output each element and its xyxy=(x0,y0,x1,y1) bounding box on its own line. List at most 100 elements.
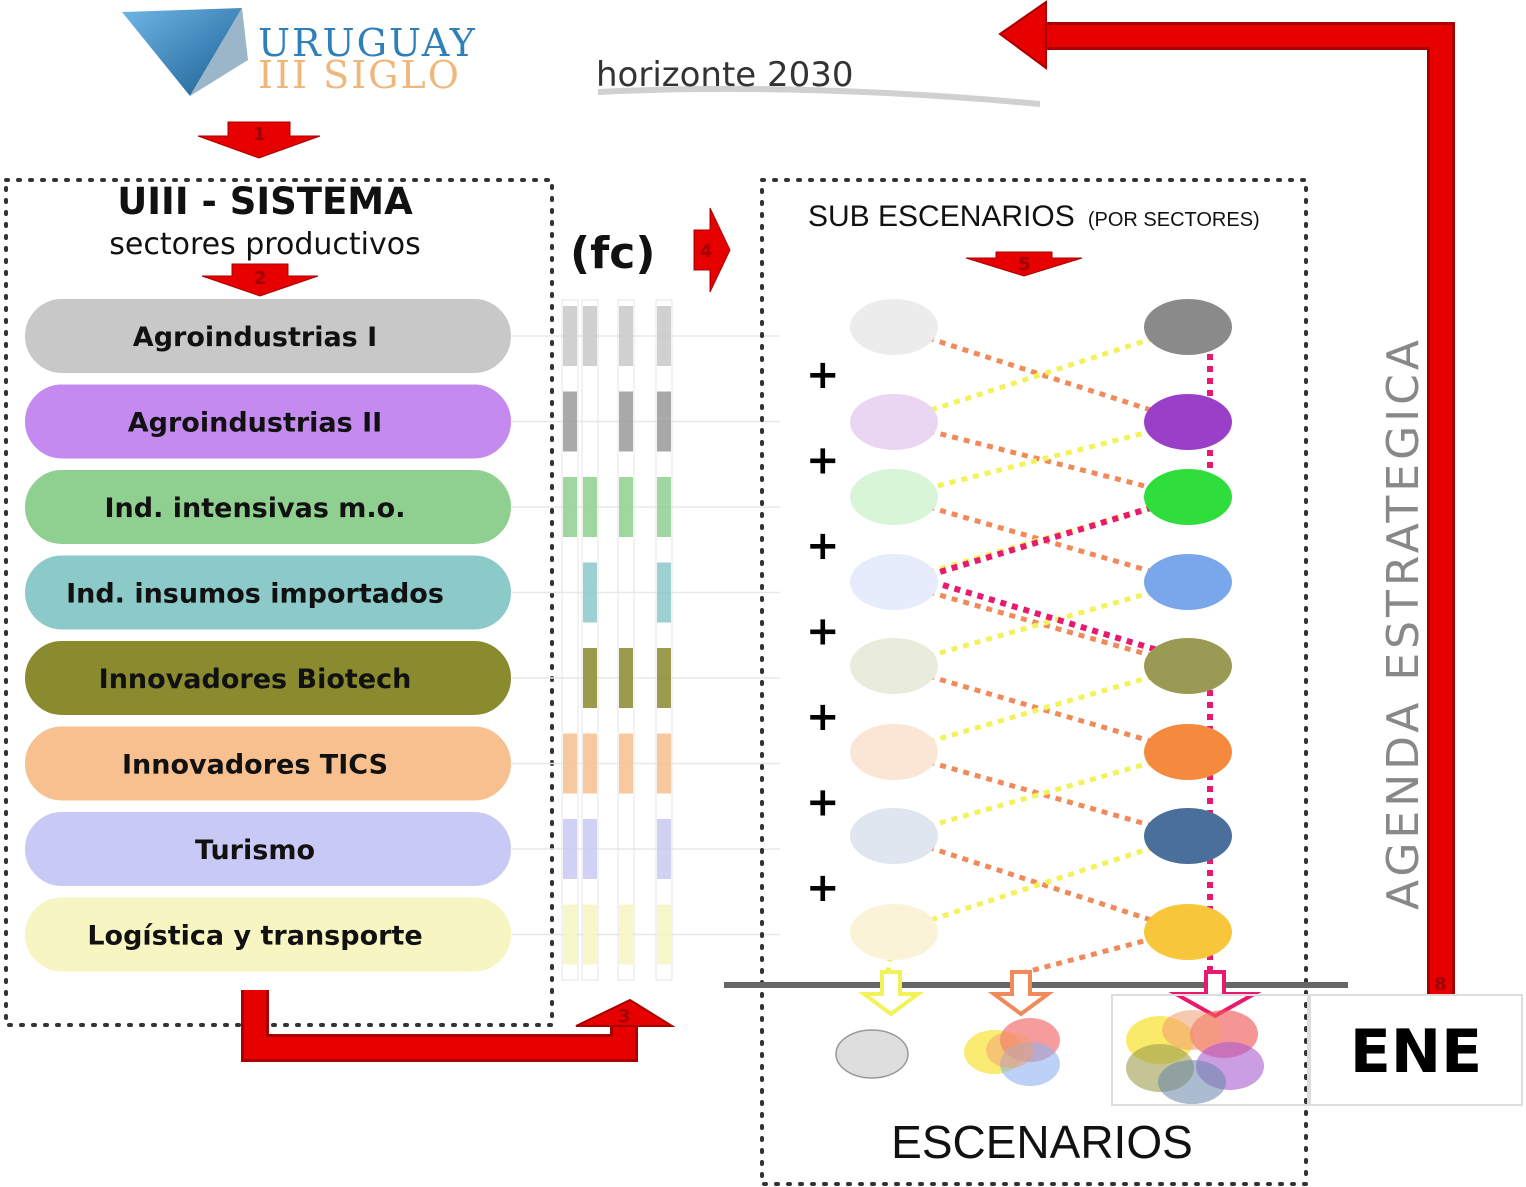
logo-prism-icon xyxy=(122,8,242,96)
scenario-connector-line xyxy=(893,419,1189,500)
sub-scenario-left-circle xyxy=(850,469,938,525)
logo: URUGUAY III SIGLO xyxy=(122,8,475,97)
outcome-single xyxy=(835,1029,909,1079)
sector-label: Logística y transporte xyxy=(87,921,422,952)
scenario-circles xyxy=(850,299,1232,960)
scenario-connector-line xyxy=(893,494,1189,585)
sub-scenario-right-circle xyxy=(1144,904,1232,960)
fc-bars xyxy=(561,299,673,981)
sub-scenario-left-circle xyxy=(850,904,938,960)
horizon-swoosh xyxy=(597,85,1041,107)
sub-scenario-left-circle xyxy=(850,299,938,355)
step-number-3: 3 xyxy=(618,1006,631,1027)
orange-down-arrow-icon xyxy=(987,970,1055,1017)
outcome-combined-small xyxy=(964,1018,1060,1086)
arrow-head-right-icon xyxy=(575,998,676,1027)
sector-item: Logística y transporte xyxy=(23,895,780,974)
sector-label: Ind. insumos importados xyxy=(66,579,444,610)
sector-label: Ind. intensivas m.o. xyxy=(105,493,406,524)
fc-bar xyxy=(657,733,671,794)
fc-bar xyxy=(563,733,577,794)
sector-label: Innovadores Biotech xyxy=(99,664,412,695)
outcome-scenarios xyxy=(835,994,1309,1106)
fc-column xyxy=(581,299,599,981)
plus-sign: + xyxy=(806,780,840,826)
scenario-connector-line xyxy=(893,579,1189,669)
plus-sign: + xyxy=(806,609,840,655)
plus-sign: + xyxy=(806,352,840,398)
agenda-estrategica-label: AGENDA ESTRATEGICA xyxy=(1378,336,1429,910)
fc-bar xyxy=(619,648,633,708)
step-1-arrow: 1 xyxy=(197,121,321,159)
sector-label: Turismo xyxy=(195,835,315,866)
scenario-connector-line xyxy=(893,833,1189,935)
system-title: UIII - SISTEMA xyxy=(117,180,413,223)
sub-scenario-right-circle xyxy=(1144,299,1232,355)
sub-scenarios-box xyxy=(760,178,1308,1186)
fc-bar xyxy=(657,477,671,537)
sector-item: Turismo xyxy=(23,810,780,888)
plus-sign: + xyxy=(806,523,840,569)
fc-bar xyxy=(657,306,671,366)
fc-bar xyxy=(563,391,577,452)
fc-bar xyxy=(583,306,597,366)
sector-item: Innovadores Biotech xyxy=(23,639,780,717)
sub-scenario-right-circle xyxy=(1144,808,1232,864)
scenario-connector-line xyxy=(893,494,1189,585)
fc-bar xyxy=(563,477,577,537)
fc-bar xyxy=(583,733,597,794)
ene-label: ENE xyxy=(1350,1017,1482,1087)
sub-scenarios-note: (POR SECTORES) xyxy=(1088,209,1260,231)
scenario-connector-line xyxy=(893,663,1189,755)
sub-scenario-right-circle xyxy=(1144,554,1232,610)
scenario-connector-line xyxy=(893,579,1189,669)
step-5-arrow: 5 xyxy=(965,251,1083,277)
sector-item: Agroindustrias I xyxy=(23,297,780,375)
sub-scenario-right-circle xyxy=(1144,638,1232,694)
sub-scenario-left-circle xyxy=(850,808,938,864)
sub-scenario-right-circle xyxy=(1144,394,1232,450)
fc-column xyxy=(655,299,673,981)
fc-bar xyxy=(657,648,671,708)
scenario-connector-line xyxy=(893,663,1189,755)
sub-scenario-left-circle xyxy=(850,724,938,780)
outcome-combined-large xyxy=(1126,1010,1264,1104)
plus-sign: + xyxy=(806,694,840,740)
sector-item: Innovadores TICS xyxy=(23,724,780,803)
system-subtitle: sectores productivos xyxy=(109,227,420,262)
sub-scenario-right-circle xyxy=(1144,469,1232,525)
outcome-arrows xyxy=(857,970,1262,1019)
fc-bar xyxy=(619,477,633,537)
fc-bar xyxy=(583,562,597,623)
step-number-2: 2 xyxy=(254,268,267,289)
outcome-combined-frame xyxy=(1111,994,1309,1106)
fc-column xyxy=(561,299,579,981)
step-number-1: 1 xyxy=(253,124,266,145)
step-4-arrow: 4 xyxy=(693,207,731,293)
fc-bar xyxy=(619,306,633,366)
sub-scenarios-title: SUB ESCENARIOS (POR SECTORES) xyxy=(808,200,1260,233)
horizon-heading: horizonte 2030 xyxy=(596,55,1041,107)
fc-bar xyxy=(619,904,633,965)
fc-bar xyxy=(563,904,577,965)
arrow-head-left-icon xyxy=(998,0,1047,70)
scenario-connector-line xyxy=(893,324,1189,425)
sub-scenario-left-circle xyxy=(850,638,938,694)
step-number-5: 5 xyxy=(1018,254,1031,275)
yellow-down-arrow-icon xyxy=(857,970,925,1017)
horizon-text: horizonte 2030 xyxy=(596,55,854,95)
sub-scenario-left-circle xyxy=(850,394,938,450)
fc-bar xyxy=(619,733,633,794)
fc-bar xyxy=(563,306,577,366)
fc-bar xyxy=(583,904,597,965)
ene-box: ENE xyxy=(1309,994,1523,1106)
fc-bar xyxy=(657,904,671,965)
fc-bar xyxy=(619,391,633,452)
logo-line2: III SIGLO xyxy=(258,53,461,97)
fc-column xyxy=(617,299,635,981)
sector-item: Ind. intensivas m.o. xyxy=(23,468,780,546)
fc-bar xyxy=(657,391,671,452)
sub-scenario-right-circle xyxy=(1144,724,1232,780)
